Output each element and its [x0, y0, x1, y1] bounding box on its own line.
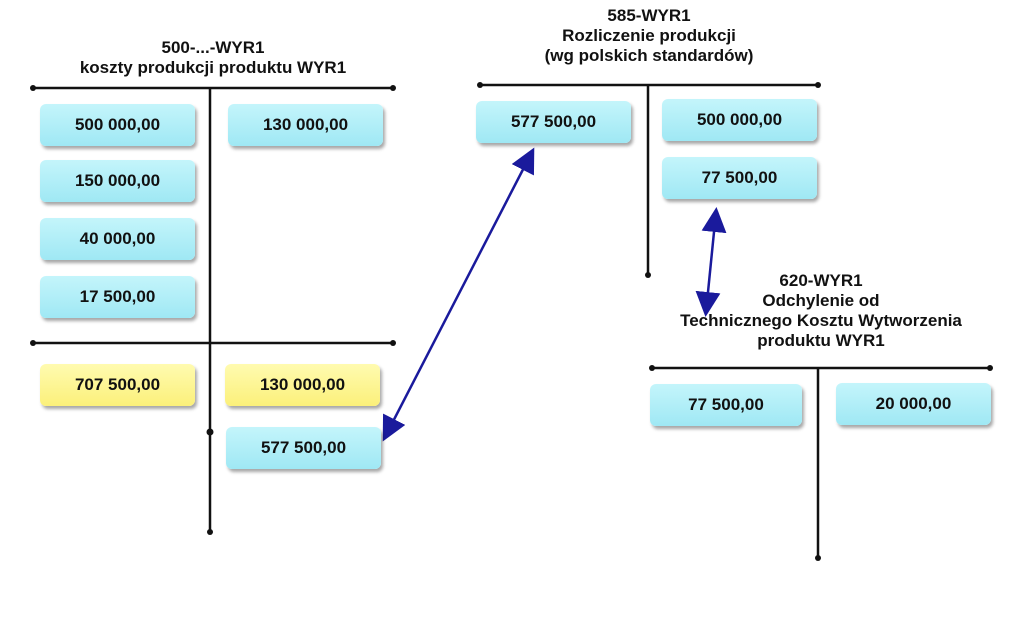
t-account-620-axes — [652, 366, 990, 558]
account-620-name-line2: Technicznego Kosztu Wytworzenia — [680, 311, 962, 330]
account-500-credit-balance: 577 500,00 — [226, 427, 381, 469]
account-500-debit-entry: 17 500,00 — [40, 276, 195, 318]
account-500-credit-total: 130 000,00 — [225, 364, 380, 406]
account-500-title: 500-...-WYR1 koszty produkcji produktu W… — [30, 38, 396, 78]
account-500-debit-entry: 500 000,00 — [40, 104, 195, 146]
account-620-name-line1: Odchylenie od — [762, 291, 880, 310]
account-585-credit-entry: 500 000,00 — [662, 99, 817, 141]
account-500-debit-entry: 40 000,00 — [40, 218, 195, 260]
account-585-credit-entry: 77 500,00 — [662, 157, 817, 199]
t-account-585-axes — [480, 83, 818, 275]
account-500-name: koszty produkcji produktu WYR1 — [79, 58, 347, 77]
t-account-500-axes — [33, 86, 393, 532]
account-500-debit-entry: 150 000,00 — [40, 160, 195, 202]
arrow-500-to-585 — [382, 147, 535, 442]
account-585-number: 585-WYR1 — [607, 6, 691, 25]
account-585-debit-entry: 577 500,00 — [476, 101, 631, 143]
account-620-number: 620-WYR1 — [779, 271, 863, 290]
account-500-debit-total: 707 500,00 — [40, 364, 195, 406]
account-585-name: Rozliczenie produkcji — [562, 26, 736, 45]
account-585-title: 585-WYR1 Rozliczenie produkcji (wg polsk… — [478, 6, 820, 66]
arrow-585-to-620 — [695, 207, 727, 317]
account-620-name-line3: produktu WYR1 — [757, 331, 885, 350]
account-620-debit-entry: 77 500,00 — [650, 384, 802, 426]
account-500-credit-entry: 130 000,00 — [228, 104, 383, 146]
account-500-number: 500-...-WYR1 — [161, 38, 265, 57]
account-585-note: (wg polskich standardów) — [544, 46, 754, 65]
account-620-credit-entry: 20 000,00 — [836, 383, 991, 425]
account-620-title: 620-WYR1 Odchylenie od Technicznego Kosz… — [628, 271, 1014, 351]
